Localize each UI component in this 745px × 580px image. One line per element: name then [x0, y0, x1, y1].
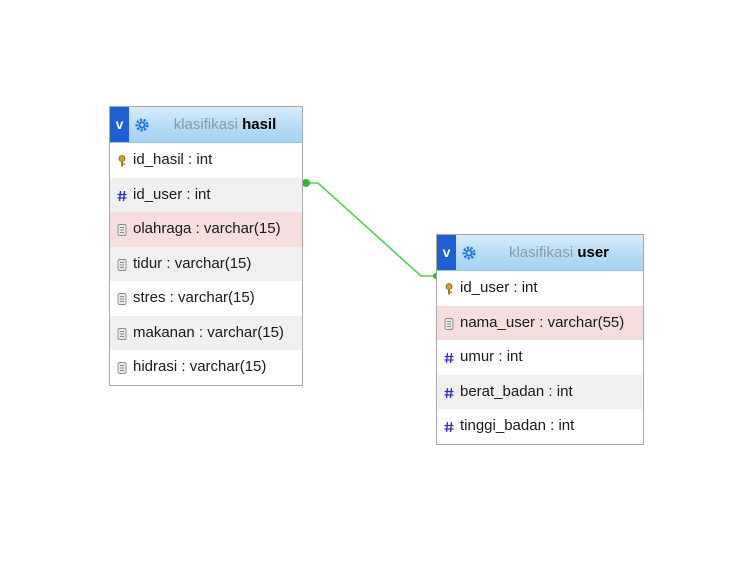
column-type: varchar(15) — [207, 323, 284, 341]
text-column-icon — [117, 258, 127, 271]
table-title: klasifikasi user — [479, 235, 639, 270]
column-row-tinggi-badan[interactable]: tinggi_badan : int — [437, 409, 643, 444]
numeric-column-icon — [444, 387, 454, 398]
column-name: id_user — [460, 279, 510, 296]
column-name: umur — [460, 348, 495, 365]
primary-key-icon — [445, 283, 453, 295]
table-klasifikasi-hasil[interactable]: v klasifikasi hasil id_hasil : int — [109, 106, 303, 386]
column-type: int — [196, 151, 213, 168]
column-name: olahraga — [133, 220, 192, 237]
numeric-column-icon — [444, 421, 454, 433]
column-row-stres[interactable]: stres : varchar(15) — [110, 281, 302, 316]
column-row-id-user[interactable]: id_user : int — [437, 271, 643, 306]
table-klasifikasi-user[interactable]: v klasifikasi user id_user : int — [436, 234, 644, 445]
database-name: klasifikasi — [508, 244, 574, 261]
column-type: varchar(15) — [174, 254, 252, 272]
primary-key-icon — [118, 155, 126, 167]
gear-icon[interactable] — [462, 246, 476, 260]
column-row-nama-user[interactable]: nama_user : varchar(55) — [437, 305, 643, 340]
column-name: makanan — [133, 323, 195, 341]
column-name: stres — [133, 289, 166, 306]
text-column-icon — [444, 317, 454, 330]
table-columns: id_hasil : int id_user : int olahraga : … — [110, 143, 302, 385]
table-title: klasifikasi hasil — [152, 107, 298, 142]
text-column-icon — [117, 224, 127, 236]
column-name: id_hasil — [133, 151, 184, 168]
column-name: hidrasi — [133, 358, 178, 375]
column-name: id_user — [133, 185, 183, 203]
table-header[interactable]: v klasifikasi user — [437, 235, 643, 271]
column-type: int — [521, 279, 538, 296]
column-name: tinggi_badan — [460, 417, 546, 434]
column-row-id-hasil[interactable]: id_hasil : int — [110, 143, 302, 178]
table-name: user — [577, 244, 610, 261]
column-type: int — [558, 417, 575, 434]
column-row-berat-badan[interactable]: berat_badan : int — [437, 374, 643, 409]
column-row-id-user[interactable]: id_user : int — [110, 177, 302, 212]
column-row-olahraga[interactable]: olahraga : varchar(15) — [110, 212, 302, 247]
column-type: int — [556, 382, 573, 400]
text-column-icon — [117, 327, 127, 340]
column-row-makanan[interactable]: makanan : varchar(15) — [110, 315, 302, 350]
column-row-tidur[interactable]: tidur : varchar(15) — [110, 246, 302, 281]
column-type: int — [506, 348, 523, 365]
column-name: nama_user — [460, 313, 536, 331]
column-type: varchar(55) — [547, 313, 625, 331]
table-columns: id_user : int nama_user : varchar(55) um… — [437, 271, 643, 444]
toggle-columns-button[interactable]: v — [110, 107, 129, 142]
table-name: hasil — [242, 116, 277, 133]
column-type: int — [194, 185, 211, 203]
column-type: varchar(15) — [189, 358, 267, 375]
column-row-umur[interactable]: umur : int — [437, 340, 643, 375]
gear-icon[interactable] — [135, 118, 149, 132]
text-column-icon — [117, 362, 127, 374]
text-column-icon — [117, 293, 127, 305]
relation-start-dot — [302, 179, 310, 187]
column-type: varchar(15) — [203, 220, 281, 237]
table-header[interactable]: v klasifikasi hasil — [110, 107, 302, 143]
column-type: varchar(15) — [178, 289, 255, 306]
numeric-column-icon — [444, 352, 454, 364]
numeric-column-icon — [117, 190, 127, 201]
relation-line[interactable] — [305, 182, 436, 277]
toggle-columns-button[interactable]: v — [437, 235, 456, 270]
column-name: tidur — [133, 254, 163, 272]
column-name: berat_badan — [460, 382, 545, 400]
column-row-hidrasi[interactable]: hidrasi : varchar(15) — [110, 350, 302, 385]
database-name: klasifikasi — [173, 116, 238, 133]
